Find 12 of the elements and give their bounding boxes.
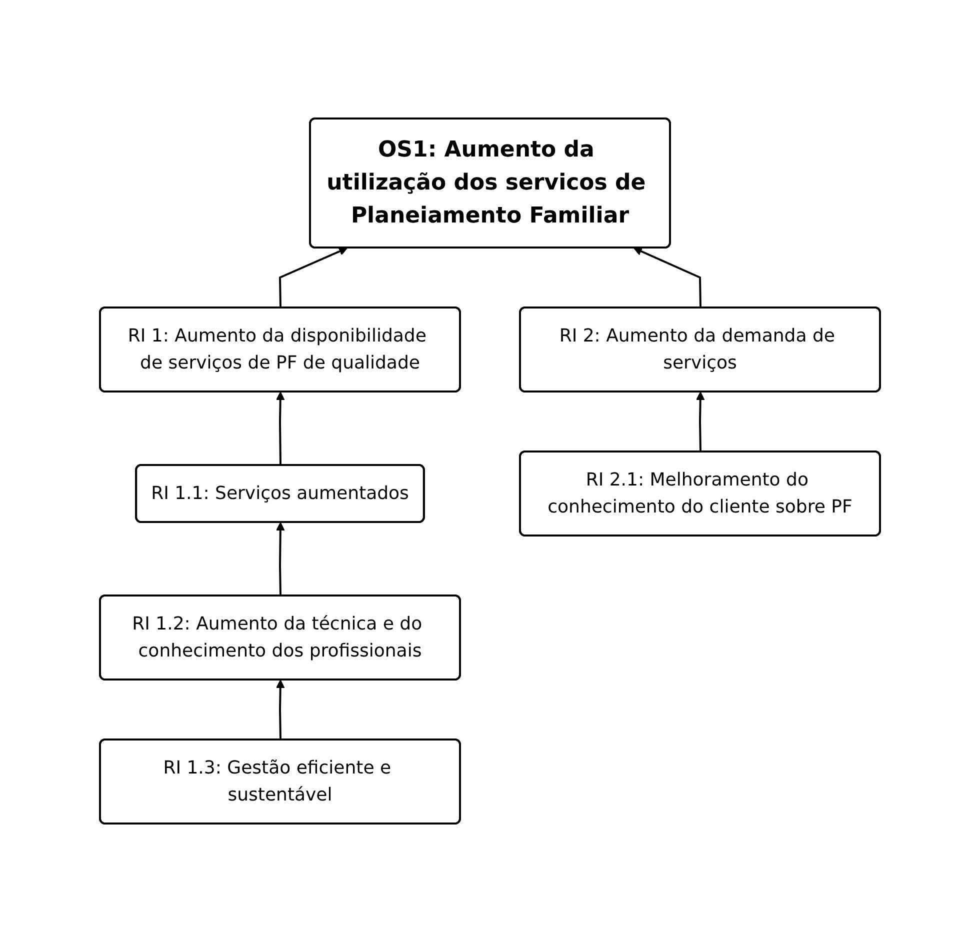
arrow	[695, 392, 704, 452]
node-text: OS1: Aumento da utilização dos servicos de Planeiamento Familiar	[326, 138, 646, 228]
arrow	[275, 392, 284, 466]
node-text: RI 1: Aumento da disponibilidade de serviços de PF de qualidade	[127, 326, 426, 374]
arrow	[275, 680, 284, 740]
arrow	[278, 247, 348, 308]
arrow	[632, 247, 701, 308]
arrow	[276, 522, 284, 596]
node-text: RI 2: Aumento da demanda de serviços	[558, 326, 834, 374]
node-text: RI 1.2: Aumento da técnica e do conhecimento dos profissionais	[132, 614, 422, 662]
node-text: RI 1.3: Gestão eficiente e sustentável	[162, 758, 391, 806]
node-text: RI 2.1: Melhoramento do conhecimento do cliente sobre PF	[547, 470, 852, 518]
